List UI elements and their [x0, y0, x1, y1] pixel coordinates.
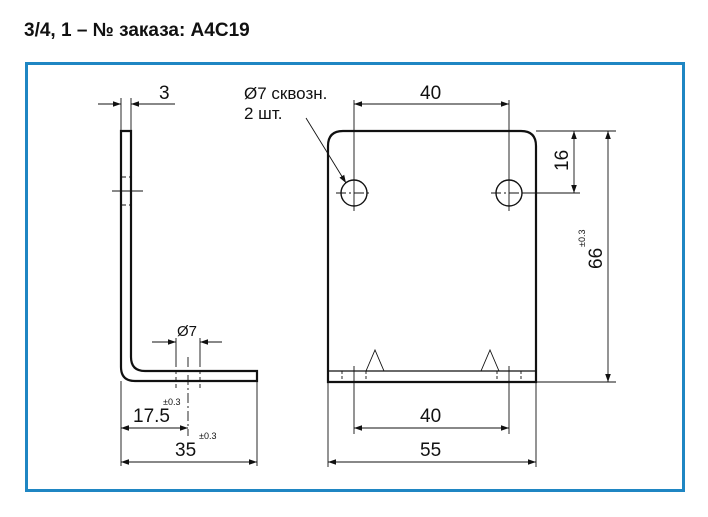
height-dim-label: 66	[586, 248, 607, 269]
hole-from-top-dim-label: 16	[552, 150, 573, 171]
hole-offset-tolerance: ±0.3	[163, 397, 180, 407]
height-tolerance: ±0.3	[577, 230, 587, 247]
hole-note-line1: Ø7 сквозн.	[244, 84, 327, 103]
plate-outline	[326, 129, 538, 384]
l-profile-outline	[119, 129, 259, 383]
base-length-dim-label: 35	[175, 440, 196, 461]
top-spacing-dim-label: 40	[420, 83, 441, 104]
drawing-frame	[25, 62, 685, 492]
front-view: Ø7 сквозн. 2 шт. 40 40 55 16 66 ±0.3	[244, 83, 616, 467]
drawing-heading: 3/4, 1 – № заказа: A4C19	[24, 20, 250, 41]
hole-offset-dim-label: 17.5	[133, 406, 170, 427]
width-dim-label: 55	[420, 440, 441, 461]
base-length-tolerance: ±0.3	[199, 431, 216, 441]
hole-note-line2: 2 шт.	[244, 104, 282, 123]
thickness-dim-label: 3	[159, 83, 170, 104]
side-view: 3 Ø7 17.5 ±0.3 35 ±0.3	[98, 83, 259, 466]
bend-mark-left	[365, 348, 385, 372]
base-hole-dim-label: Ø7	[177, 323, 197, 340]
bend-mark-right	[480, 348, 500, 372]
hole-note-leader	[305, 117, 347, 184]
bottom-spacing-dim-label: 40	[420, 406, 441, 427]
